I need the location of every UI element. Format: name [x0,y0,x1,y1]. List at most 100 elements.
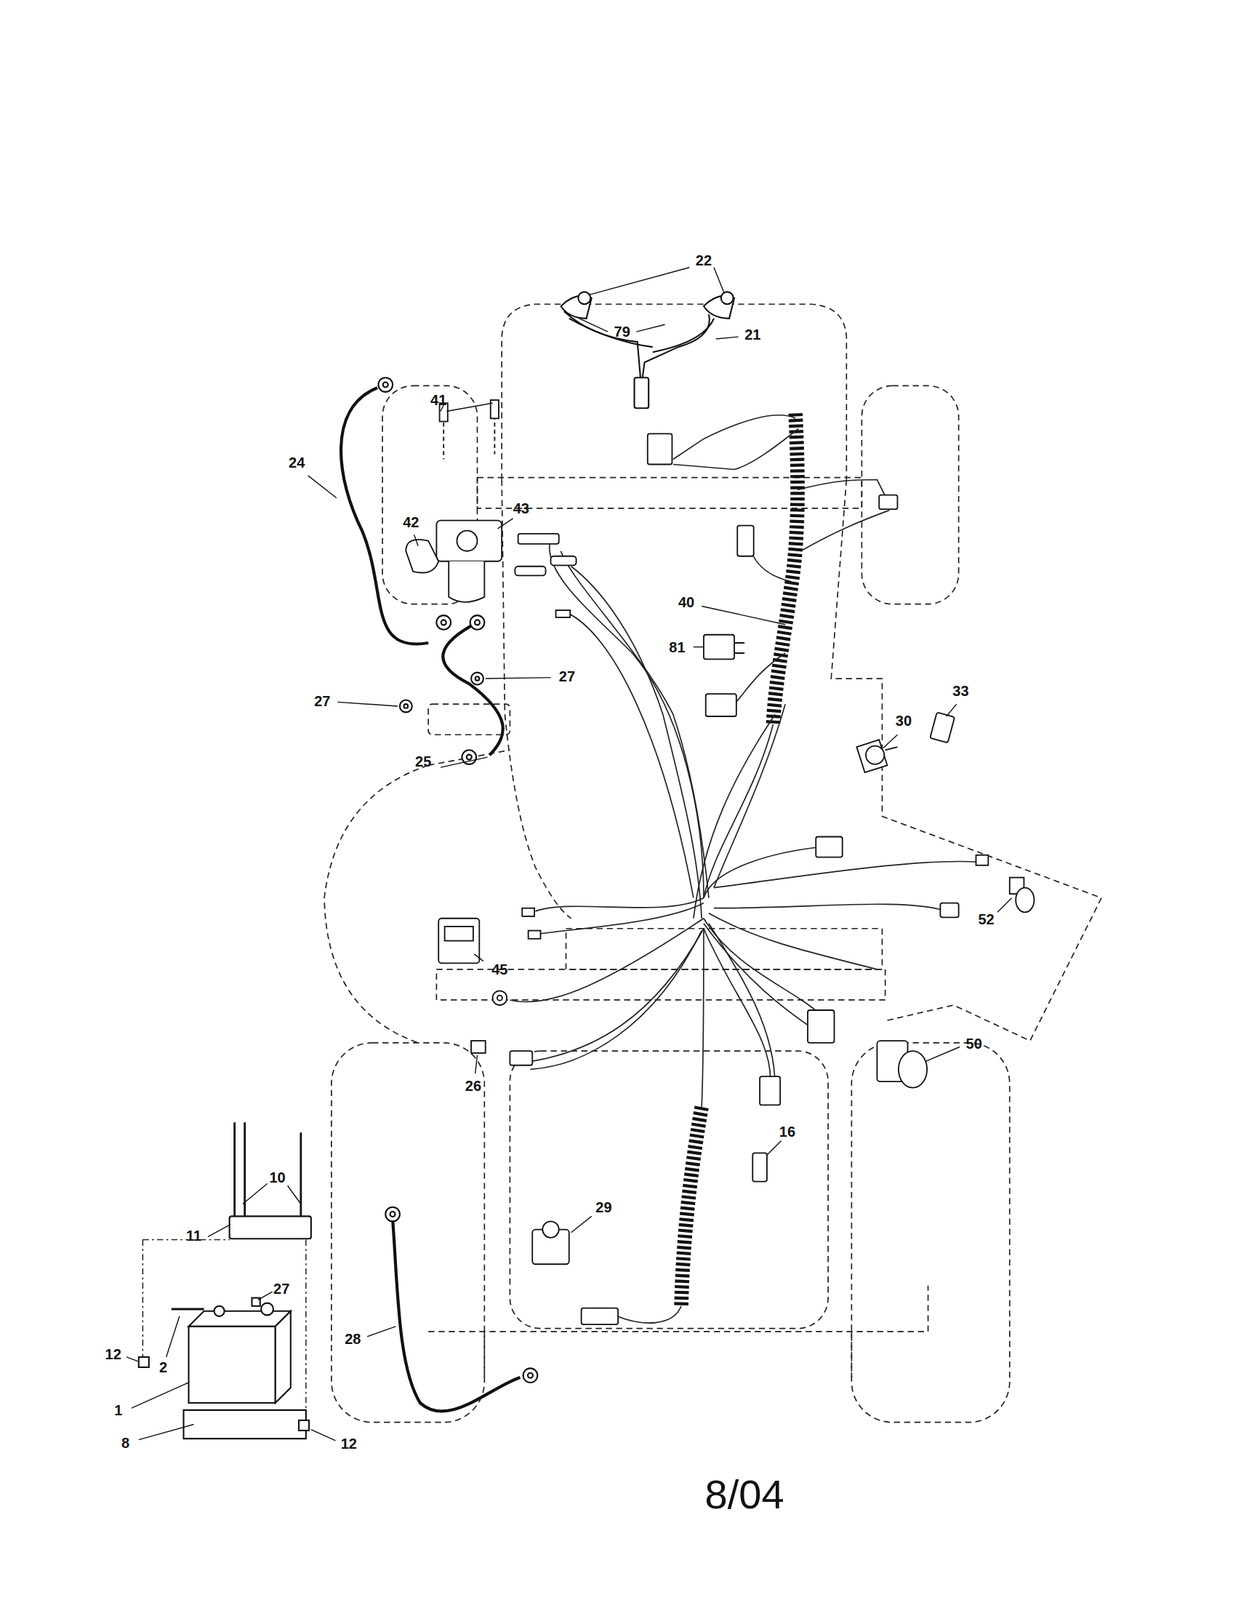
callout-number: 52 [977,911,994,927]
leader-lines-part [716,336,739,339]
wires-part [713,903,944,910]
connectors-part [492,990,508,1005]
callout-number: 28 [344,1331,361,1346]
switch-50-part [898,1050,927,1088]
connectors-part [497,995,503,1001]
connectors-part [581,1307,619,1324]
battery-part [260,1302,274,1316]
solenoid-43-part [436,520,502,562]
leader-lines-part [440,402,493,411]
connectors-part [509,1050,533,1066]
callout-number: 27 [314,693,331,709]
callout-number: 1 [114,1402,123,1417]
headlights-part [577,291,591,304]
ring-terminals-part [441,619,447,625]
callout-number: 25 [415,753,432,769]
wire-harness [681,412,798,1305]
leader-lines-part [946,703,957,717]
connectors-part [518,533,560,544]
battery-part [229,1215,312,1239]
leader-lines-part [311,1429,336,1441]
ring-terminals-part [390,1211,396,1217]
callout-number: 8 [121,1435,130,1450]
leader-lines-part [337,701,398,706]
wires-part [509,918,704,1002]
tractor-outline-part [501,479,571,919]
wires-part [703,724,773,898]
wires-part [561,551,709,898]
switch-33-part [929,712,955,743]
battery-part [138,1356,150,1367]
leader-lines-part [258,1291,273,1300]
leader-lines-part [367,1326,396,1337]
battery [138,1121,312,1439]
leader-lines-part [440,756,488,767]
ring-terminals-part [470,615,485,630]
connectors-part [737,525,754,557]
callout-number: 12 [340,1435,357,1451]
ring-terminals-part [475,676,480,681]
battery-part [189,1310,291,1327]
connectors-part [647,433,673,464]
wires-part [529,930,702,1070]
wires-part [566,612,694,898]
battery-part [171,1307,205,1311]
relay-81-part [734,642,745,653]
seat-switch-29 [532,1220,570,1264]
ignition-switch-30-part [865,745,885,765]
callout-number: 26 [465,1078,482,1093]
tractor-outline-part [428,749,510,765]
callout-number: 40 [678,594,695,610]
switch-50 [876,1040,927,1088]
connectors-part [759,1075,781,1105]
ring-terminals-part [385,1206,400,1222]
relay-81-part [703,634,735,660]
callout-number: 27 [273,1280,290,1296]
battery-part [189,1326,276,1403]
leader-lines-part [414,534,419,546]
battery-part [214,1305,225,1316]
switch-16 [752,1152,767,1181]
wires-part [532,928,704,1061]
ring-terminals-part [474,619,480,625]
wires-part [540,902,704,934]
wires-part [703,846,821,898]
wires [509,415,981,1323]
callout-number: 11 [186,1227,202,1243]
battery-part [298,1419,309,1431]
date-code: 8/04 [705,1473,785,1515]
ring-terminals-part [399,700,413,713]
callout-number: 42 [402,514,419,530]
wires-part [703,928,771,1087]
hour-meter-45-part [444,926,474,941]
battery-part [275,1310,291,1403]
callout-number: 21 [744,327,761,342]
leader-lines-part [126,1356,138,1361]
relay-81 [703,634,745,660]
battery-part [234,1121,301,1216]
leader-lines-part [883,734,898,748]
leader-lines-part [474,953,484,962]
headlights-part [634,377,650,408]
ignition-switch-30-part [885,746,898,750]
ring-terminals [378,377,538,1383]
callout-number: 50 [966,1035,983,1051]
battery-cables-part [340,387,429,644]
wires-part [734,652,786,704]
callout-number: 12 [105,1346,122,1361]
leader-lines-part [571,1215,592,1232]
battery-cables [340,387,520,1411]
headlights-part [569,318,714,352]
callout-number: 24 [288,455,305,470]
ignition-switch-30-part [856,739,887,773]
tractor-outline-part [861,385,959,604]
hour-meter-45-part [438,918,480,964]
ring-terminals-part [404,703,409,709]
connectors-part [705,693,737,717]
leader-lines-part [207,1224,231,1237]
switch-33 [929,712,955,743]
ring-terminals-part [466,754,472,760]
ring-terminals-part [436,615,451,630]
leader-lines-part [926,1046,960,1061]
